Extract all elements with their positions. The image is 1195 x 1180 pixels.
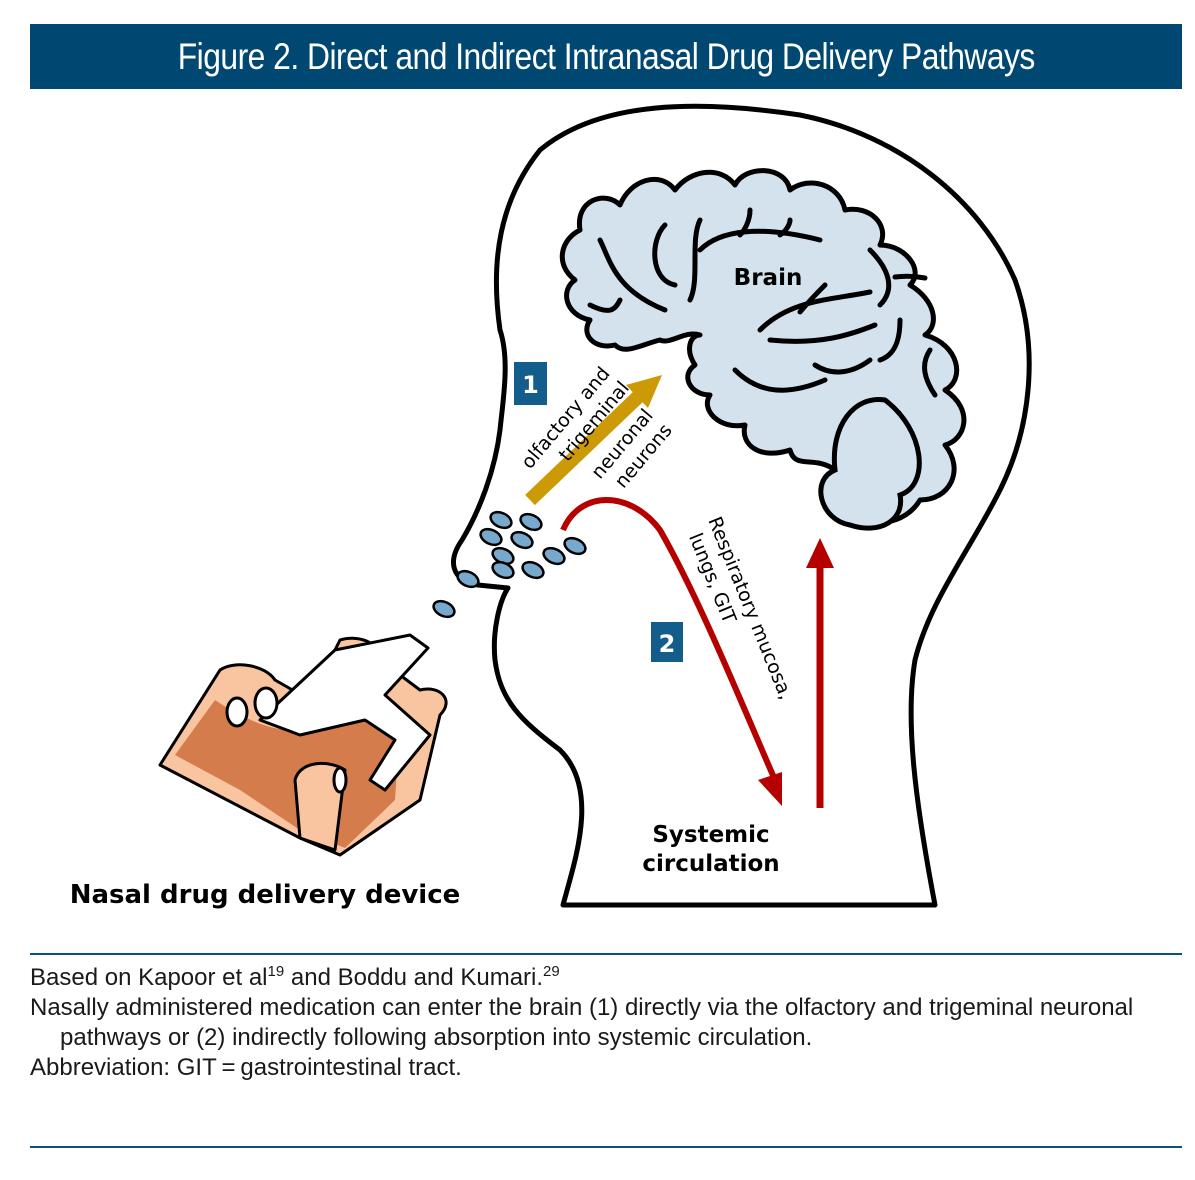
pathway1-badge: 1 [514, 362, 547, 405]
nasal-device [258, 633, 432, 792]
footnote-source: Based on Kapoor et al19 and Boddu and Ku… [30, 963, 1182, 993]
device-label: Nasal drug delivery device [70, 880, 461, 910]
pathway2-arrow [560, 497, 782, 806]
pathway2-badge: 2 [651, 622, 683, 662]
reference-29: 29 [543, 963, 560, 980]
systemic-label-line2: circulation [642, 851, 779, 877]
footnote-source-text-2: and Boddu and Kumari. [284, 964, 544, 991]
droplet [521, 560, 545, 580]
hand-shadow [175, 700, 400, 848]
figure-title-text: Figure 2. Direct and Indirect Intranasal… [177, 35, 1035, 77]
pathway1-arrow [525, 375, 662, 506]
droplet [510, 530, 534, 550]
fingernail [253, 686, 279, 720]
footnote-source-text: Based on Kapoor et al [30, 964, 268, 991]
droplet [432, 599, 456, 619]
droplets [432, 510, 587, 619]
brain: Brain [559, 168, 967, 531]
hand-with-device [158, 633, 448, 857]
droplet [479, 527, 503, 547]
pathway1-badge-text: 1 [522, 371, 539, 399]
droplet [519, 512, 543, 532]
cerebellum [818, 396, 922, 531]
droplet [563, 536, 587, 556]
thumb [293, 761, 347, 852]
brain-label: Brain [734, 265, 803, 291]
droplet [489, 510, 513, 530]
systemic-return-arrow [806, 538, 834, 808]
droplet [491, 560, 515, 580]
figure-title: Figure 2. Direct and Indirect Intranasal… [30, 24, 1182, 89]
reference-19: 19 [267, 963, 285, 980]
brain-folds [587, 207, 938, 398]
fingernail [332, 766, 348, 794]
intranasal-diagram: Brain 1 olfactory and trigeminal neurona… [70, 103, 1032, 910]
droplet [542, 546, 566, 566]
figure-footnote: Based on Kapoor et al19 and Boddu and Ku… [30, 953, 1182, 1148]
fingernail [225, 696, 249, 728]
systemic-label-line1: Systemic [652, 822, 769, 848]
droplet [456, 569, 480, 589]
pathway2-badge-text: 2 [659, 630, 676, 658]
footnote-description: Nasally administered medication can ente… [30, 994, 1134, 1051]
footnote-abbreviation: Abbreviation: GIT = gastrointestinal tra… [30, 1054, 462, 1081]
